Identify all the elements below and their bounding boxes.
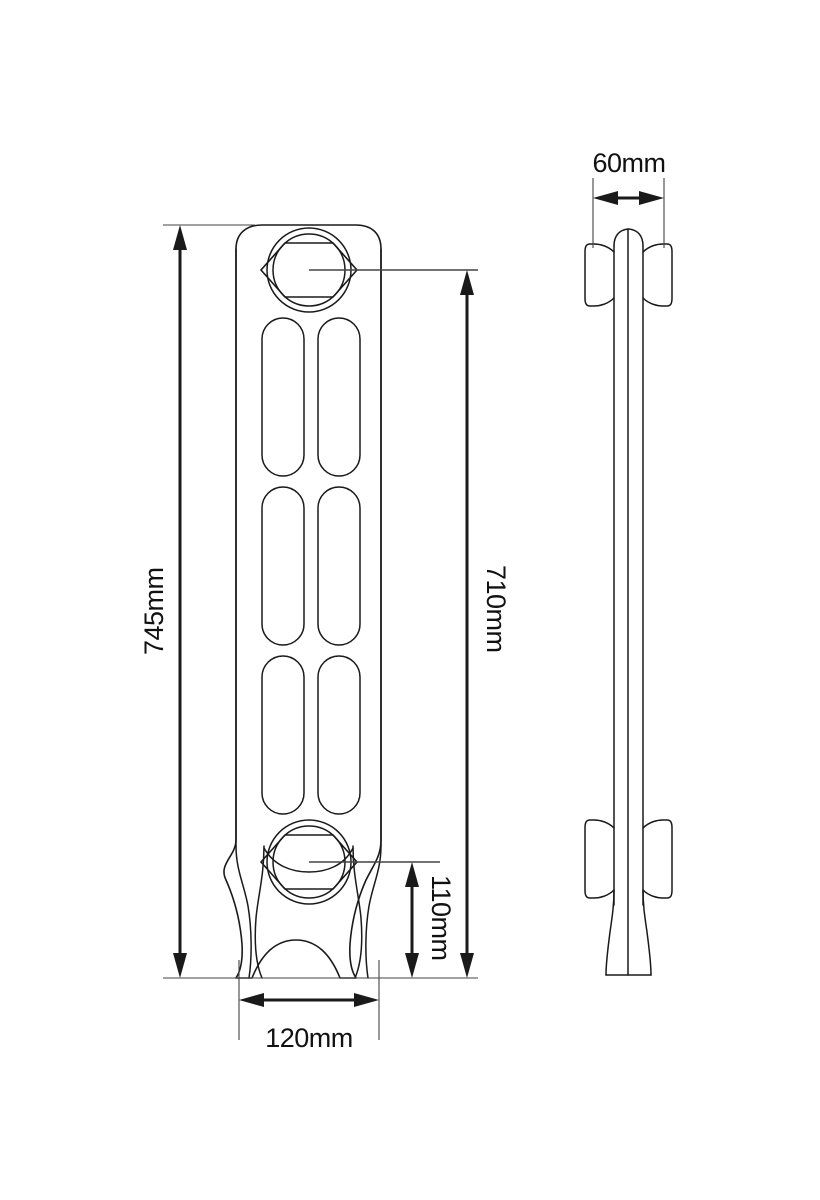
side-foot-left [605, 889, 615, 976]
bottom-boss-hex-socket [259, 834, 359, 890]
dimension-60mm: 60mm [592, 148, 666, 248]
arrowhead-110-top [405, 862, 419, 887]
dimension-110mm: 110mm [309, 861, 456, 978]
arrowhead-745-bottom [173, 953, 187, 978]
arrowhead-120-left [239, 993, 264, 1007]
side-bottom-lobe-left [584, 819, 615, 899]
arrowhead-120-right [354, 993, 379, 1007]
slot-right-3 [317, 655, 361, 815]
side-right-profile [628, 228, 644, 247]
dimension-label-710mm: 710mm [481, 565, 511, 653]
slot-left-1 [261, 317, 305, 477]
arrowhead-710-bottom [460, 953, 474, 978]
dimension-label-60mm: 60mm [592, 148, 665, 178]
arrowhead-60-right [639, 191, 664, 205]
side-top-lobe-right [642, 243, 673, 307]
slot-right-1 [317, 317, 361, 477]
arrowhead-110-bottom [405, 953, 419, 978]
dimension-label-110mm: 110mm [426, 875, 456, 961]
dimension-710mm: 710mm [309, 269, 511, 978]
arrowhead-745-top [173, 225, 187, 250]
dimension-745mm: 745mm [139, 224, 478, 979]
slot-left-3 [261, 655, 305, 815]
top-boss-hex-socket [259, 242, 359, 298]
side-elevation-view [584, 228, 673, 976]
arrowhead-60-left [593, 191, 618, 205]
radiator-right-foot-inner [352, 845, 363, 979]
dimension-label-745mm: 745mm [139, 567, 169, 655]
dimension-120mm: 120mm [238, 960, 380, 1053]
side-foot-right [642, 889, 652, 976]
slot-left-2 [261, 486, 305, 646]
radiator-left-foot-inner [254, 845, 265, 979]
radiator-right-foot [365, 845, 382, 979]
arrowhead-710-top [460, 270, 474, 295]
radiator-left-foot [235, 845, 252, 979]
slot-right-2 [317, 486, 361, 646]
side-top-lobe-left [584, 243, 615, 307]
front-elevation-view [223, 224, 382, 979]
radiator-base-skirt [263, 847, 354, 873]
side-left-profile [613, 228, 629, 247]
side-bottom-lobe-right [642, 819, 673, 899]
dimension-label-120mm: 120mm [265, 1023, 353, 1053]
